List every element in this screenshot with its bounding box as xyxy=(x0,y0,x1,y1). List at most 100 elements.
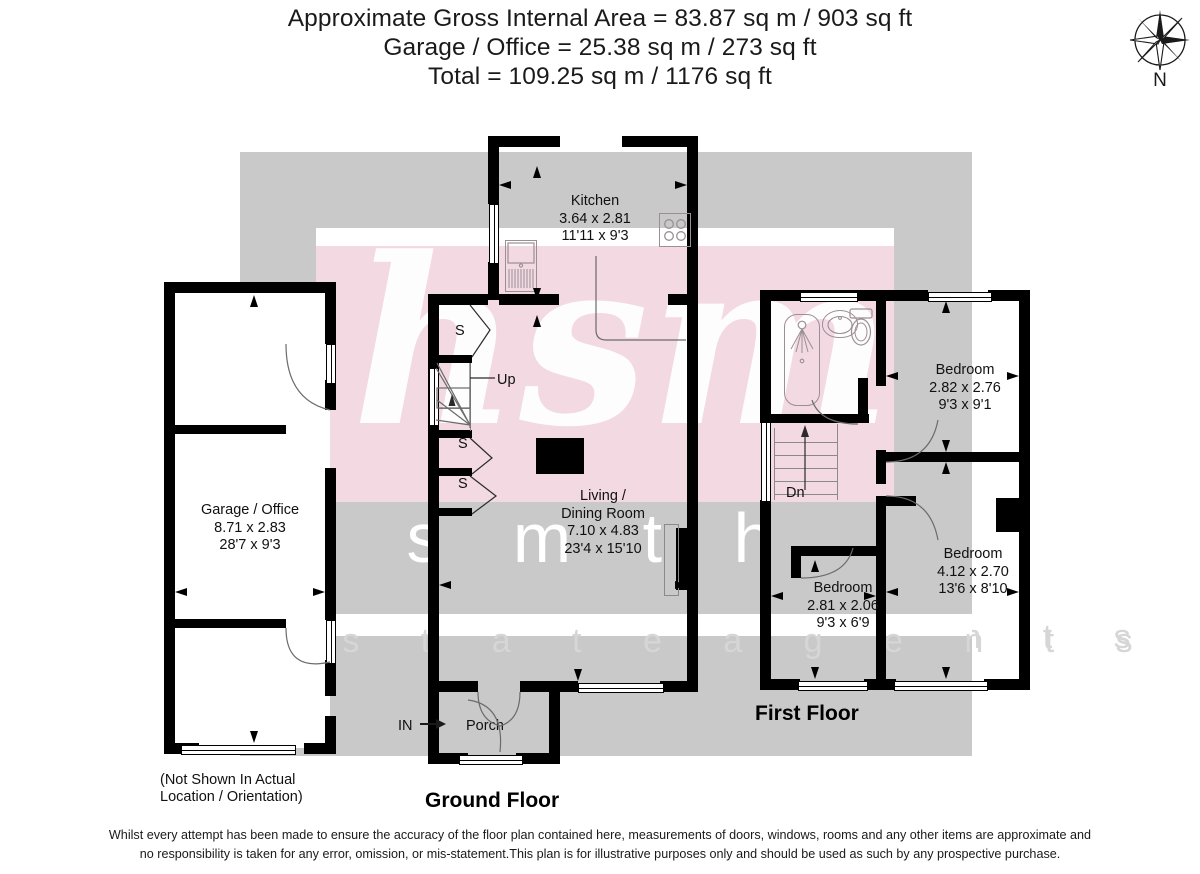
chimney-breast xyxy=(536,438,584,474)
ff-window-stair-left xyxy=(761,418,771,502)
garage-window-right-lower xyxy=(326,620,336,664)
garage-note-line2: Location / Orientation) xyxy=(160,789,303,805)
ff-stair-tread-2 xyxy=(774,455,837,457)
garage-metric: 8.71 x 2.83 xyxy=(214,519,286,536)
disclaimer-line1: Whilst every attempt has been made to en… xyxy=(108,828,1092,842)
cupboard-label-2: S xyxy=(458,436,468,452)
ff-stair-tread-3 xyxy=(774,468,837,470)
ff-wall-bed3-top xyxy=(793,546,877,556)
porch-wall-left xyxy=(428,692,439,764)
gf-wall-top-mid xyxy=(499,294,559,305)
stairs-dn-label: Dn xyxy=(786,485,805,501)
kitchen-wall-left-b xyxy=(488,262,499,300)
compass-rose-icon: N xyxy=(1128,8,1192,92)
stairs-up-label: Up xyxy=(497,372,516,388)
cupboard3-wall-bottom xyxy=(428,508,472,516)
porch-window-bottom xyxy=(459,755,523,765)
ff-window-top-right xyxy=(928,292,992,302)
ff-wall-left-c xyxy=(760,500,771,530)
first-floor-title: First Floor xyxy=(755,702,859,725)
living-name-line2: Dining Room xyxy=(561,505,645,522)
bedroom1-label: Bedroom 2.82 x 2.76 9'3 x 9'1 xyxy=(890,362,1040,415)
kitchen-metric: 3.64 x 2.81 xyxy=(559,210,631,227)
band-grey-top xyxy=(240,152,972,228)
band-white-rule xyxy=(316,228,894,246)
living-dining-label: Living / Dining Room 7.10 x 4.83 23'4 x … xyxy=(513,488,693,558)
garage-location-note: (Not Shown In Actual Location / Orientat… xyxy=(160,772,390,806)
garage-note-line1: (Not Shown In Actual xyxy=(160,772,296,788)
cupboard2-wall-bottom xyxy=(428,468,472,476)
bedroom2-imperial: 13'6 x 8'10 xyxy=(938,581,1008,597)
living-name-line1: Living / xyxy=(580,488,626,504)
garage-wall-left xyxy=(164,282,175,754)
ff-window-bottom-left xyxy=(798,681,868,691)
gf-wall-bottom-a xyxy=(428,681,478,692)
ff-wall-bed3-notch xyxy=(791,546,801,578)
living-imperial: 23'4 x 15'10 xyxy=(564,540,642,557)
garage-label: Garage / Office 8.71 x 2.83 28'7 x 9'3 xyxy=(150,502,350,555)
ff-wall-bed3-right-b xyxy=(876,550,886,690)
ff-wall-bed-divider xyxy=(876,452,1030,462)
ff-wall-bed3-right xyxy=(876,496,886,560)
garage-wall-right-a xyxy=(325,282,336,344)
kitchen-wall-top-left xyxy=(488,136,560,147)
sink-icon xyxy=(505,240,537,292)
garage-wall-right-c xyxy=(325,468,336,620)
bedroom3-imperial: 9'3 x 6'9 xyxy=(816,615,870,631)
right-recess-block xyxy=(676,528,690,590)
bedroom1-metric: 2.82 x 2.76 xyxy=(929,379,1001,396)
hob-icon xyxy=(659,213,691,247)
garage-wall-bottom-right xyxy=(304,743,336,754)
gf-window-stair xyxy=(429,368,439,426)
band-white-mid2 xyxy=(240,614,972,636)
gf-wall-top-left xyxy=(428,294,488,305)
gf-window-bottom xyxy=(578,683,664,693)
cupboard2-wall-top xyxy=(428,430,472,438)
garage-wall-right-e xyxy=(325,716,336,754)
area-summary: Approximate Gross Internal Area = 83.87 … xyxy=(0,4,1200,91)
kitchen-window-left xyxy=(489,204,499,264)
garage-wall-right-d xyxy=(325,660,336,696)
kitchen-label: Kitchen 3.64 x 2.81 11'11 x 9'3 xyxy=(520,193,670,246)
bathroom-wall-bottom xyxy=(803,414,869,423)
ff-wall-right xyxy=(1019,290,1030,690)
ff-stair-tread-4 xyxy=(774,481,837,483)
bath-shower-icon xyxy=(784,314,820,406)
bedroom3-name: Bedroom xyxy=(813,580,873,596)
kitchen-imperial: 11'11 x 9'3 xyxy=(561,228,629,244)
ff-wall-left-d xyxy=(760,530,771,690)
garage-name: Garage / Office xyxy=(200,502,300,518)
gf-wall-right xyxy=(687,294,698,692)
bedroom3-label: Bedroom 2.81 x 2.06 9'3 x 6'9 xyxy=(768,580,918,633)
compass-north-label: N xyxy=(1153,70,1167,91)
kitchen-name: Kitchen xyxy=(570,193,620,209)
garage-office-area: Garage / Office = 25.38 sq m / 273 sq ft xyxy=(383,34,817,61)
gross-internal-area: Approximate Gross Internal Area = 83.87 … xyxy=(287,5,913,32)
bathroom-partition-right xyxy=(858,378,868,423)
right-recess-outline xyxy=(664,524,679,596)
kitchen-wall-left-a xyxy=(488,136,499,204)
toilet-icon xyxy=(848,308,873,346)
cupboard1-wall xyxy=(428,355,472,363)
porch-wall-bottom-a xyxy=(428,753,468,764)
bathroom-partition-bottom xyxy=(760,414,804,423)
garage-partition-lower xyxy=(164,619,286,628)
bedroom2-name: Bedroom xyxy=(943,546,1003,562)
disclaimer: Whilst every attempt has been made to en… xyxy=(0,826,1200,864)
bedroom2-label: Bedroom 4.12 x 2.70 13'6 x 8'10 xyxy=(898,546,1048,599)
ff-stair-left-edge xyxy=(774,428,776,500)
garage-wall-right-b xyxy=(325,380,336,410)
living-metric: 7.10 x 4.83 xyxy=(567,523,639,539)
garage-window-bottom xyxy=(181,745,296,755)
bedroom1-imperial: 9'3 x 9'1 xyxy=(938,397,992,413)
ff-wall-top-right xyxy=(988,290,1030,301)
kitchen-wall-right xyxy=(687,136,698,296)
ff-recess-block xyxy=(996,498,1030,532)
ff-wall-bottom-a xyxy=(760,679,800,690)
ground-floor-title: Ground Floor xyxy=(425,789,560,812)
ff-wall-bed-mid xyxy=(876,450,886,484)
bedroom1-name: Bedroom xyxy=(935,362,995,378)
band-grey-bottom xyxy=(240,636,972,756)
kitchen-wall-top-right xyxy=(622,136,698,147)
